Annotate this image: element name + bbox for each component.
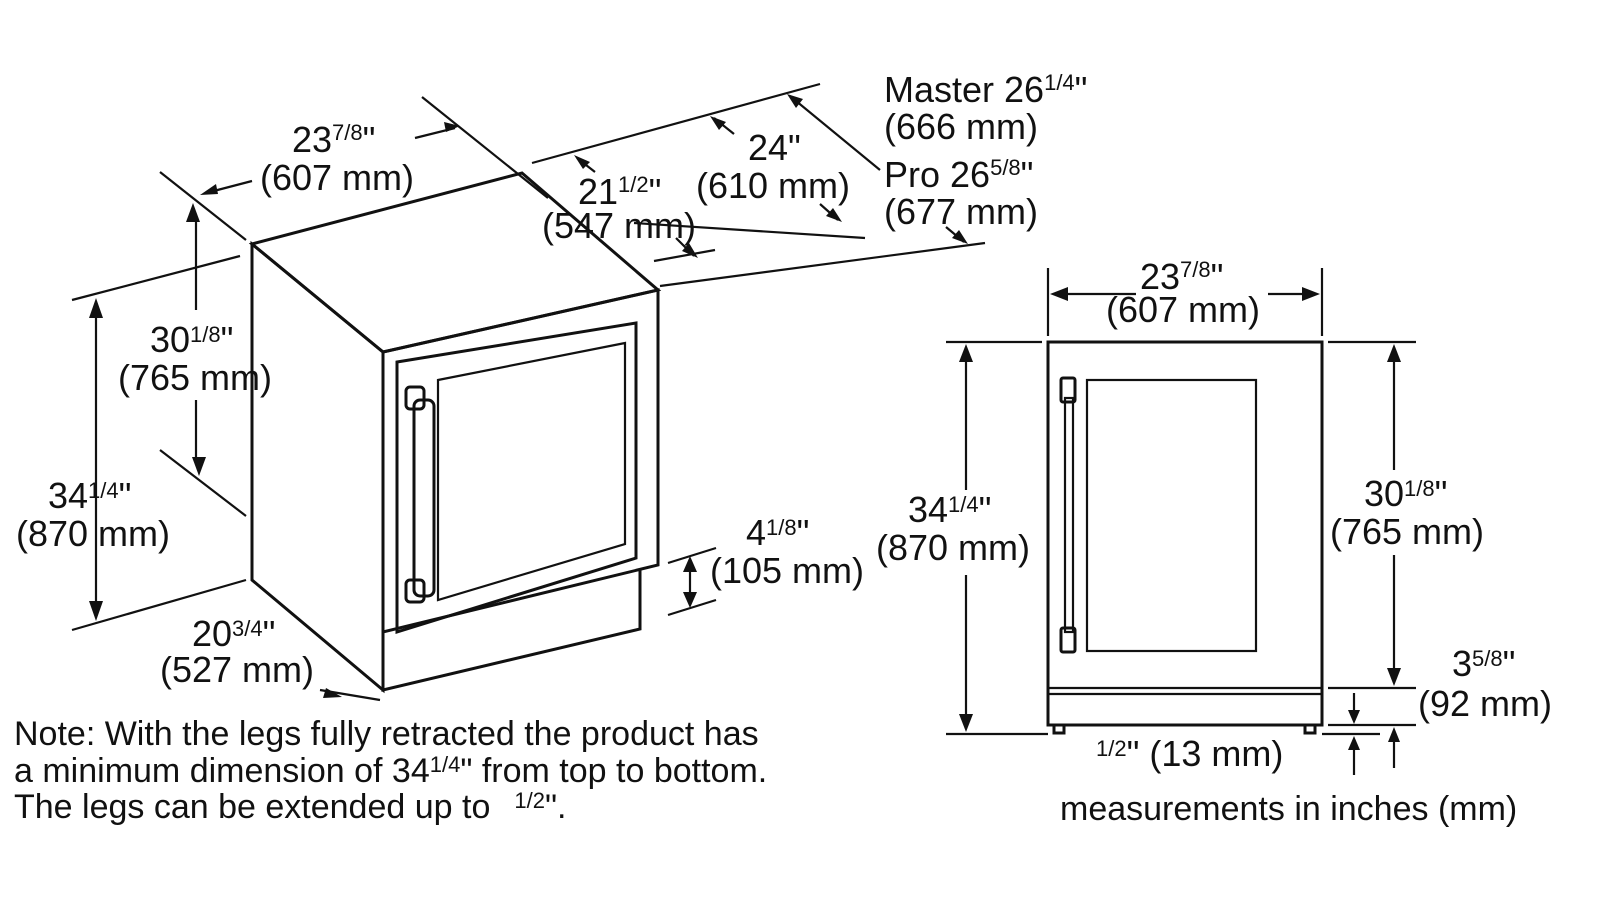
svg-text:(547 mm): (547 mm) <box>542 205 696 246</box>
svg-text:(870 mm): (870 mm) <box>876 527 1030 568</box>
svg-text:The legs can be extended up to: The legs can be extended up to1/2". <box>14 788 566 826</box>
front-view-appliance-drawing <box>1046 340 1324 735</box>
svg-text:(105 mm): (105 mm) <box>710 550 864 591</box>
label-iso-total-height: 341/4" (870 mm) <box>16 475 170 554</box>
label-iso-depth-total: 24" (610 mm) <box>696 127 850 206</box>
svg-text:41/8": 41/8" <box>746 512 809 553</box>
label-iso-pro: Pro 265/8" (677 mm) <box>884 154 1038 232</box>
isometric-appliance-drawing <box>248 171 662 694</box>
label-iso-base-depth: 203/4" (527 mm) <box>160 613 314 690</box>
svg-text:301/8": 301/8" <box>150 319 233 360</box>
svg-text:Pro 265/8": Pro 265/8" <box>884 154 1033 195</box>
label-iso-master: Master 261/4" (666 mm) <box>884 69 1087 147</box>
label-front-door-height: 301/8" (765 mm) <box>1330 473 1484 552</box>
svg-text:237/8": 237/8" <box>292 119 375 160</box>
label-iso-toekick: 41/8" (105 mm) <box>710 512 864 591</box>
svg-text:(677 mm): (677 mm) <box>884 191 1038 232</box>
svg-text:1/2" (13 mm): 1/2" (13 mm) <box>1096 733 1283 774</box>
svg-text:341/4": 341/4" <box>908 489 991 530</box>
svg-text:301/8": 301/8" <box>1364 473 1447 514</box>
label-iso-depth-cabinet: 211/2" (547 mm) <box>542 171 696 246</box>
svg-text:Note: With the legs fully retr: Note: With the legs fully retracted the … <box>14 715 759 753</box>
svg-text:35/8": 35/8" <box>1452 643 1515 684</box>
label-front-legs: 1/2" (13 mm) <box>1096 733 1283 774</box>
svg-text:(610 mm): (610 mm) <box>696 165 850 206</box>
front-view-dimension-lines <box>946 268 1416 775</box>
svg-text:(607 mm): (607 mm) <box>1106 289 1260 330</box>
legs-note: Note: With the legs fully retracted the … <box>14 715 767 826</box>
svg-text:237/8": 237/8" <box>1140 256 1223 297</box>
svg-text:(527 mm): (527 mm) <box>160 649 314 690</box>
svg-text:203/4": 203/4" <box>192 613 275 654</box>
svg-text:341/4": 341/4" <box>48 475 131 516</box>
svg-text:211/2": 211/2" <box>578 171 661 212</box>
svg-text:(870 mm): (870 mm) <box>16 513 170 554</box>
svg-text:24": 24" <box>748 127 801 168</box>
svg-text:(765 mm): (765 mm) <box>1330 511 1484 552</box>
isometric-dimension-lines <box>71 82 986 702</box>
label-front-toekick: 35/8" (92 mm) <box>1418 643 1552 724</box>
svg-text:a minimum dimension of 341/4": a minimum dimension of 341/4" from top t… <box>14 752 767 790</box>
units-caption: measurements in inches (mm) <box>1060 790 1517 828</box>
door-handle-icon <box>404 385 436 604</box>
svg-text:(765 mm): (765 mm) <box>118 357 272 398</box>
label-iso-top-width: 237/8" (607 mm) <box>260 119 414 198</box>
svg-text:(92 mm): (92 mm) <box>1418 683 1552 724</box>
label-front-total-height: 341/4" (870 mm) <box>876 489 1030 568</box>
front-handle-icon <box>1059 376 1077 654</box>
svg-text:(607 mm): (607 mm) <box>260 157 414 198</box>
svg-text:(666 mm): (666 mm) <box>884 106 1038 147</box>
label-front-width: 237/8" (607 mm) <box>1106 256 1260 330</box>
svg-text:Master 261/4": Master 261/4" <box>884 69 1087 110</box>
label-iso-door-height: 301/8" (765 mm) <box>118 319 272 398</box>
